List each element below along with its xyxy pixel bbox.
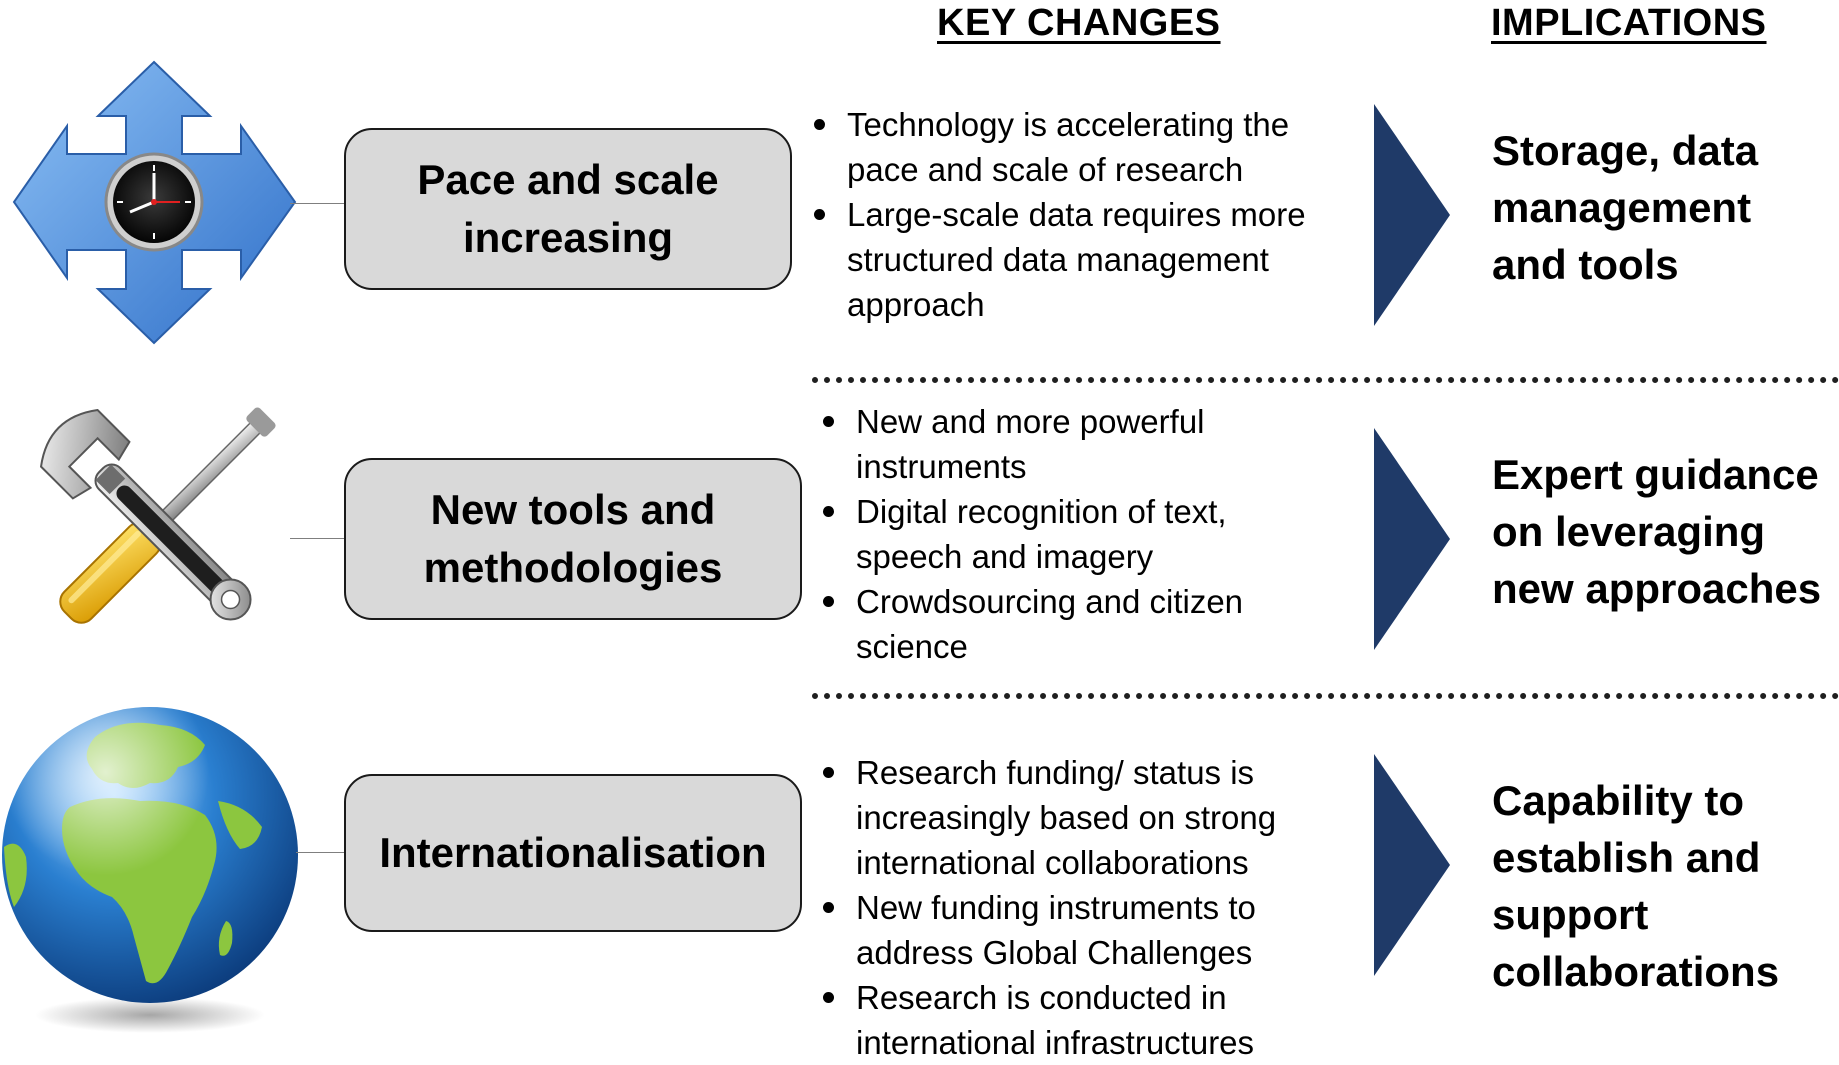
list-item: New and more powerful instruments	[814, 399, 1354, 489]
pace-and-scale-box: Pace and scale increasing	[344, 128, 792, 290]
key-changes-header: KEY CHANGES	[937, 2, 1221, 44]
divider-1	[812, 377, 1839, 383]
row-2-chevron-arrow	[1374, 428, 1450, 650]
row-1-implication: Storage, data management and tools	[1492, 127, 1759, 288]
implications-header: IMPLICATIONS	[1491, 2, 1767, 44]
new-tools-label: New tools and methodologies	[423, 486, 723, 591]
row-3-implication: Capability to establish and support coll…	[1492, 777, 1780, 995]
list-item: Research funding/ status is increasingly…	[814, 750, 1374, 885]
list-item: Crowdsourcing and citizen science	[814, 579, 1354, 669]
list-item: Technology is accelerating the pace and …	[805, 102, 1345, 192]
list-item: Digital recognition of text, speech and …	[814, 489, 1354, 579]
pace-and-scale-label: Pace and scale increasing	[417, 156, 719, 261]
internationalisation-label: Internationalisation	[379, 829, 767, 876]
row-2-implication: Expert guidance on leveraging new approa…	[1492, 451, 1822, 612]
row-2-key-changes: New and more powerful instruments Digita…	[814, 399, 1354, 669]
row-2-connector	[290, 538, 346, 539]
divider-2	[812, 693, 1839, 699]
new-tools-box: New tools and methodologies	[344, 458, 802, 620]
row-3-chevron-arrow	[1374, 754, 1450, 976]
clock-with-arrows-icon	[12, 60, 297, 345]
globe-icon	[0, 697, 300, 1037]
row-1-key-changes: Technology is accelerating the pace and …	[805, 102, 1345, 327]
row-1-chevron-arrow	[1374, 104, 1450, 326]
internationalisation-box: Internationalisation	[344, 774, 802, 932]
row-3-connector	[296, 852, 346, 853]
row-1-connector	[290, 203, 346, 204]
list-item: Research is conducted in international i…	[814, 975, 1374, 1065]
list-item: New funding instruments to address Globa…	[814, 885, 1374, 975]
wrench-and-screwdriver-icon	[22, 392, 294, 660]
list-item: Large-scale data requires more structure…	[805, 192, 1345, 327]
row-3-key-changes: Research funding/ status is increasingly…	[814, 750, 1374, 1065]
